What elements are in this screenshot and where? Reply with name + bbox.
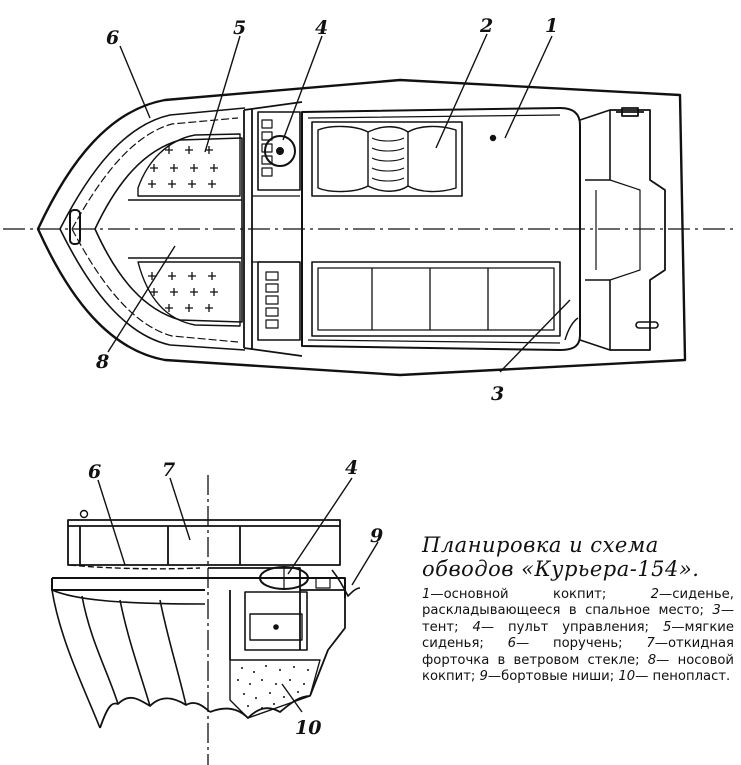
steering-hub — [276, 147, 284, 155]
stern-inner — [595, 179, 641, 281]
deck-cleat-upper — [616, 107, 644, 117]
seat-2-stitching — [371, 137, 405, 182]
legend-item-8: 8— носовой кокпит; — [422, 652, 734, 685]
label-side-9: 9 — [370, 525, 383, 547]
main-cockpit-inner — [307, 114, 561, 344]
tent-frame-3 — [564, 317, 579, 341]
label-side-4: 4 — [345, 457, 358, 479]
cockpit-drain — [489, 134, 497, 142]
section-view — [51, 475, 361, 765]
foam-10 — [229, 659, 321, 719]
soft-seat-upper — [137, 133, 241, 197]
label-side-10: 10 — [295, 717, 321, 739]
seat-2-upper — [311, 121, 463, 197]
soft-seat-lower — [137, 261, 241, 327]
legend-item-6: 6— поручень; — [507, 636, 647, 652]
console-gauge — [315, 577, 331, 589]
plan-view — [3, 78, 736, 377]
caption-title-line1: Планировка и схема — [422, 533, 659, 557]
foam-stipple — [237, 665, 309, 709]
seat-2-upper-cushions — [317, 125, 457, 193]
seat-2-lower-cushions — [317, 267, 555, 331]
control-console — [257, 111, 301, 191]
caption-title-line2: обводов «Курьера-154». — [422, 557, 700, 581]
legend-item-2: 2—сиденье, раскладывающееся в спальное м… — [422, 587, 734, 619]
console-gauges — [261, 119, 273, 177]
legend-item-4: 4— пульт управления; — [472, 619, 663, 635]
legend-item-5: 5—мягкие сиденья; — [422, 619, 734, 652]
handrail-6 — [71, 117, 239, 343]
section-labels: 6 7 4 9 10 — [88, 457, 383, 739]
caption-title: Планировка и схема обводов «Курьера-154»… — [422, 533, 734, 581]
label-5: 5 — [233, 17, 246, 39]
label-1: 1 — [545, 15, 558, 37]
windshield — [67, 519, 341, 566]
seat-2-lower — [311, 261, 561, 337]
legend-item-3: 3— тент; — [422, 603, 734, 635]
windshield-post-knob — [79, 509, 89, 519]
lower-console — [257, 261, 301, 341]
steering-wheel — [264, 135, 296, 167]
plan-labels: 6 5 4 2 1 8 3 — [95, 15, 558, 405]
console-glovebox — [249, 613, 303, 641]
legend-item-1: 1—основной кокпит; — [422, 587, 651, 602]
label-6: 6 — [106, 27, 119, 49]
hull-outline — [36, 78, 687, 377]
section-stern — [208, 567, 346, 697]
label-4: 4 — [315, 17, 328, 39]
section-handrail — [69, 564, 201, 570]
hull-bottom-scallops — [99, 695, 311, 729]
stern-notch — [610, 109, 666, 351]
label-8: 8 — [95, 351, 109, 373]
section-wheel-spokes — [262, 567, 306, 589]
section-deck — [51, 577, 346, 598]
label-2: 2 — [479, 15, 493, 37]
seat-upholstery-marks — [148, 146, 218, 312]
section-leader-lines — [97, 477, 379, 713]
plan-leader-lines — [107, 33, 571, 373]
label-3: 3 — [491, 383, 504, 405]
legend-item-9: 9—бортовые ниши; — [479, 669, 619, 685]
hull-sections — [51, 589, 206, 729]
console-knob — [273, 624, 279, 630]
windshield-frame — [243, 101, 303, 357]
bow-cockpit-8 — [94, 137, 243, 323]
caption-legend: 1—основной кокпит; 2—сиденье, раскладыва… — [422, 587, 734, 685]
legend-item-7: 7—откидная форточка в ветровом стекле; — [422, 636, 734, 668]
section-console — [244, 591, 308, 651]
label-side-6: 6 — [88, 461, 101, 483]
bow-walkway — [128, 199, 242, 259]
figure-caption: Планировка и схема обводов «Курьера-154»… — [422, 533, 734, 685]
passage — [252, 195, 300, 263]
transom — [579, 109, 611, 351]
main-cockpit-1 — [301, 107, 581, 351]
legend-item-10: 10— пенопласт. — [618, 669, 731, 685]
label-side-7: 7 — [162, 459, 175, 481]
gunwale-inner — [59, 107, 246, 351]
side-niche-9 — [331, 569, 361, 597]
lower-console-grid — [265, 271, 279, 329]
bow-fitting — [69, 209, 81, 245]
deck-cleat-lower — [635, 321, 659, 329]
